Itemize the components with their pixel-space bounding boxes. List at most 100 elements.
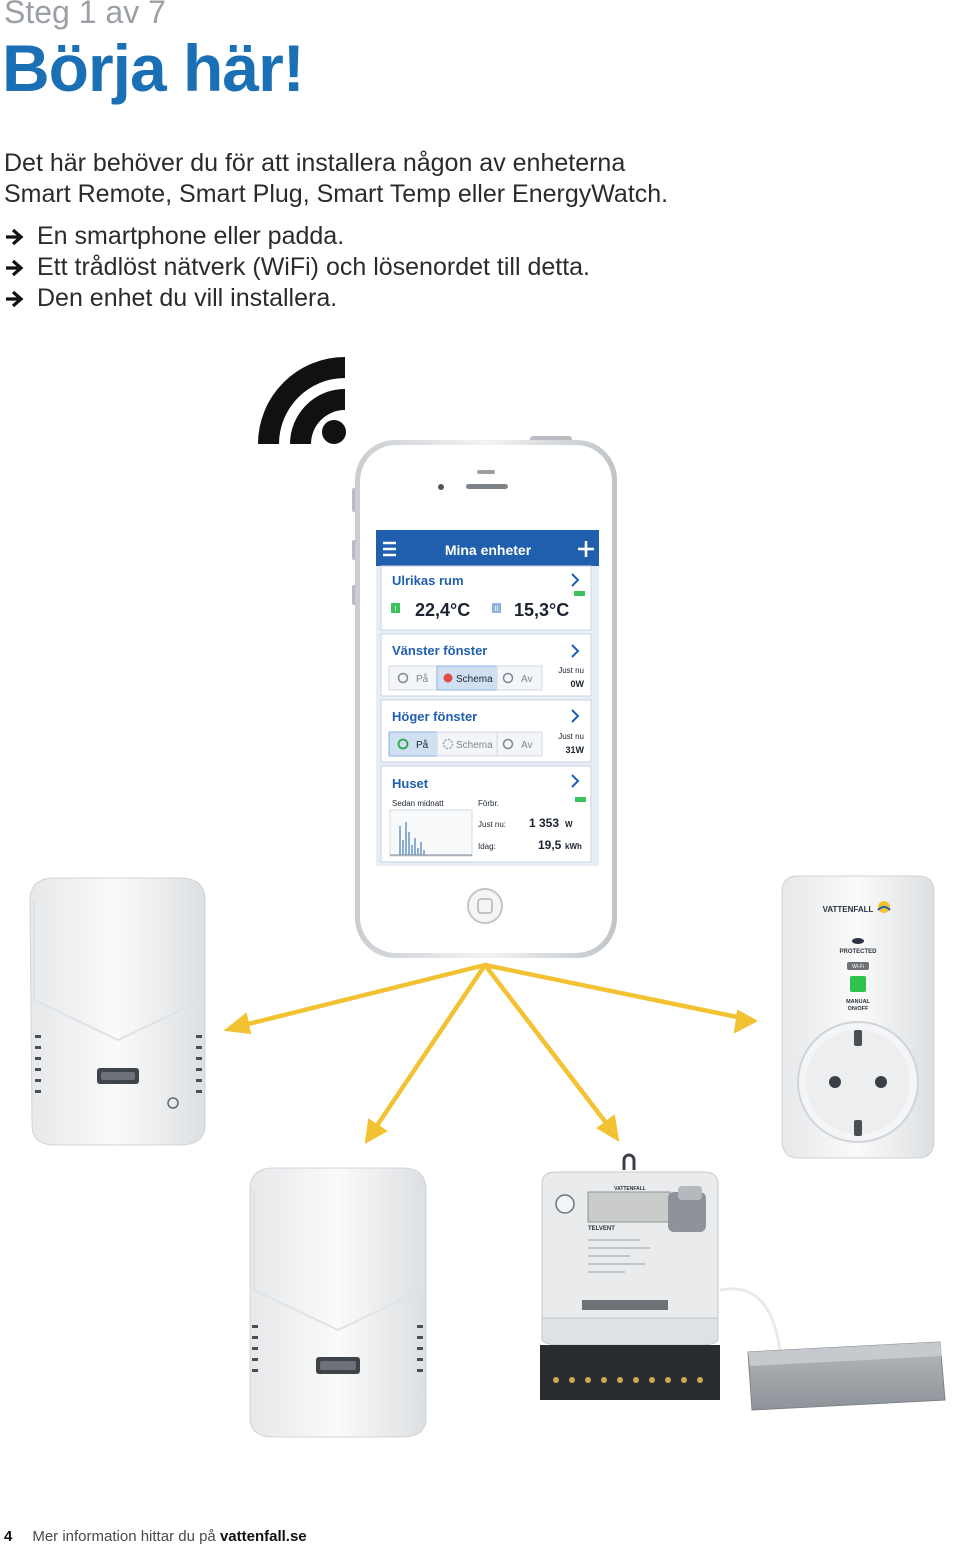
temperature-2: 15,3°C (514, 600, 569, 620)
chevron-right-icon (571, 573, 580, 587)
card-title: Höger fönster (392, 709, 477, 724)
device-card-house[interactable]: Huset Sedan midnatt Förbr. (380, 765, 592, 863)
arrow-right-icon (6, 228, 24, 245)
off-button[interactable] (496, 731, 543, 757)
since-midnight-label: Sedan midnatt (392, 799, 444, 808)
on-button-label: På (416, 673, 429, 685)
card-title: Ulrikas rum (392, 573, 464, 588)
schedule-button-label: Schema (456, 674, 493, 685)
now-value: 0W (571, 679, 585, 689)
page-title: Börja här! (2, 31, 305, 105)
vent-slots (252, 1325, 423, 1372)
off-button[interactable] (496, 665, 543, 691)
step-indicator: Steg 1 av 7 (4, 0, 166, 30)
sensor-badge-label: I (395, 606, 397, 613)
chevron-right-icon (571, 644, 580, 658)
wifi-indicator-label: Wi-Fi (852, 964, 864, 970)
chevron-right-icon (571, 709, 580, 723)
connection-arrows (223, 962, 759, 1144)
app-header-title: Mina enheter (445, 542, 532, 558)
card-title: Vänster fönster (392, 643, 487, 658)
now-value: 31W (565, 745, 584, 755)
meter-label-lines (588, 1239, 650, 1273)
terminal-block (540, 1345, 720, 1400)
schedule-icon (442, 738, 454, 750)
temperature-1: 22,4°C (415, 600, 470, 620)
schedule-button[interactable] (436, 731, 498, 757)
power-icon (167, 1097, 179, 1109)
intro-line-1: Det här behöver du för att installera nå… (4, 149, 626, 177)
intro-line-2: Smart Remote, Smart Plug, Smart Temp ell… (4, 180, 669, 208)
smartphone: Mina enheter Ulrikas rum I 22,4°C II 15,… (352, 436, 617, 958)
requirement-item: Ett trådlöst nätverk (WiFi) och lösenord… (4, 252, 590, 283)
power-icon (502, 738, 514, 750)
requirement-item: Den enhet du vill installera. (4, 283, 590, 314)
meter-display (587, 1191, 671, 1223)
energywatch-meter: VATTENFALL TELVENT (532, 1153, 958, 1433)
barcode (582, 1300, 668, 1310)
intro-text: Det här behöver du för att installera nå… (4, 148, 668, 210)
battery-icon (575, 797, 586, 802)
requirements-list: En smartphone eller padda. Ett trådlöst … (4, 221, 590, 314)
requirement-text: Ett trådlöst nätverk (WiFi) och lösenord… (37, 253, 590, 281)
usage-label: Förbr. (478, 799, 499, 808)
power-icon (502, 672, 514, 684)
wifi-icon (258, 357, 346, 444)
house-today-unit: kWh (565, 842, 582, 851)
house-now-label: Just nu: (478, 820, 506, 829)
requirement-item: En smartphone eller padda. (4, 221, 590, 252)
battery-icon (574, 591, 585, 596)
menu-icon[interactable] (383, 541, 396, 557)
on-button[interactable] (388, 665, 438, 691)
house-now-value: 1 353 (529, 816, 559, 830)
add-icon[interactable] (578, 541, 594, 557)
usage-sparkline-bars (390, 822, 472, 856)
off-button-label: Av (521, 740, 533, 751)
chevron-right-icon (571, 774, 580, 788)
house-today-label: Idag: (478, 842, 496, 851)
footer-link[interactable]: vattenfall.se (219, 1528, 307, 1545)
device-card-room[interactable]: Ulrikas rum I 22,4°C II 15,3°C (380, 565, 592, 631)
off-button-label: Av (521, 674, 533, 685)
protected-icon (852, 938, 864, 944)
usage-sparkline (389, 809, 473, 857)
sensor-badge-icon (492, 603, 501, 613)
smart-temp-device (249, 1167, 427, 1438)
arrow-right-icon (6, 259, 24, 276)
device-card-left-window[interactable]: Vänster fönster På Schema Av Just nu 0W (380, 633, 592, 697)
protected-label: PROTECTED (839, 949, 877, 955)
app-screen: Mina enheter Ulrikas rum I 22,4°C II 15,… (376, 530, 599, 866)
page-number: 4 (4, 1528, 13, 1545)
power-icon (397, 672, 409, 684)
device-card-right-window[interactable]: Höger fönster På Schema Av Just nu 31W (380, 699, 592, 763)
requirement-text: En smartphone eller padda. (37, 222, 345, 250)
now-label: Just nu (558, 732, 584, 741)
plug-brand-label: VATTENFALL (823, 905, 874, 914)
onoff-label: ON/OFF (848, 1006, 869, 1012)
sensor-badge-icon (391, 603, 400, 613)
manual-onoff-button (850, 976, 866, 992)
footer-text: Mer information hittar du på (32, 1528, 220, 1545)
smart-remote-device (29, 877, 206, 1146)
meter-maker-label: TELVENT (588, 1226, 615, 1232)
schedule-icon (443, 673, 453, 683)
power-icon (397, 738, 409, 750)
smart-plug-device: VATTENFALL PROTECTED Wi-Fi MANUAL ON/OFF (781, 875, 935, 1159)
sensor-badge-label: II (495, 606, 499, 613)
schedule-button-label: Schema (456, 740, 493, 751)
on-button-label: På (416, 739, 429, 751)
footer: 4 Mer information hittar du på vattenfall… (4, 1528, 307, 1545)
house-now-unit: W (565, 820, 573, 829)
wifi-indicator (847, 962, 869, 970)
energywatch-sensor (668, 1192, 706, 1232)
requirement-text: Den enhet du vill installera. (37, 284, 338, 312)
card-title: Huset (392, 776, 429, 791)
arrow-right-icon (6, 290, 24, 307)
now-label: Just nu (558, 666, 584, 675)
on-button[interactable] (388, 731, 438, 757)
house-today-value: 19,5 (538, 838, 562, 852)
vent-slots (35, 1035, 202, 1093)
manual-label: MANUAL (846, 999, 870, 1005)
meter-brand-label: VATTENFALL (614, 1186, 646, 1192)
